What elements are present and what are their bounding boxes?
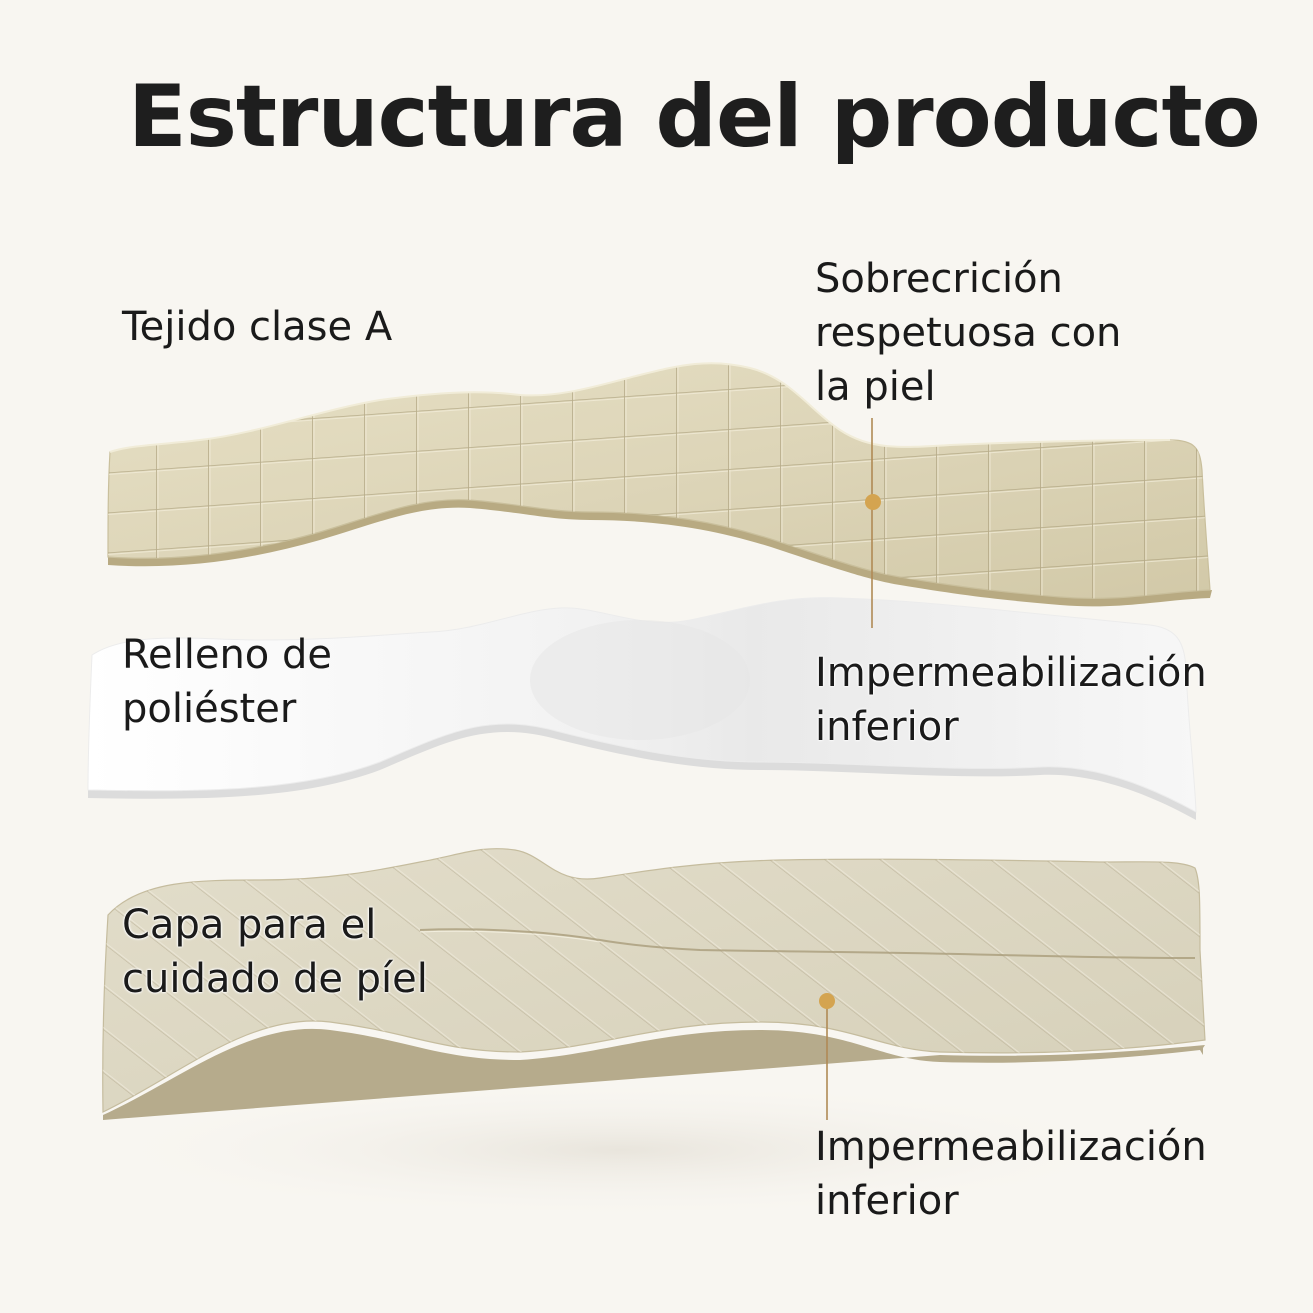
top-layer: [107, 362, 1212, 607]
label-line: inferior: [815, 704, 959, 750]
leader-bottom: [819, 993, 835, 1120]
label-line: inferior: [815, 1178, 959, 1224]
label-line: Tejido clase A: [122, 304, 393, 350]
label-line: la piel: [815, 364, 936, 410]
bottom-layer: [102, 848, 1206, 1120]
label-line: respetuosa con: [815, 310, 1122, 356]
label-sobrecricion: Sobrecrición respetuosa con la piel: [815, 252, 1121, 414]
label-line: Impermeabilización: [815, 650, 1207, 696]
label-relleno-poliester: Relleno de poliéster: [122, 628, 332, 736]
label-impermeabilizacion-middle: Impermeabilización inferior: [815, 646, 1207, 754]
label-capa-cuidado-piel: Capa para el cuidado de píel: [122, 898, 428, 1006]
middle-layer: [87, 597, 1197, 820]
page-title: Estructura del producto: [128, 67, 1261, 167]
label-line: Capa para el: [122, 902, 377, 948]
label-line: Relleno de: [122, 632, 332, 678]
label-line: Sobrecrición: [815, 256, 1063, 302]
dot-marker-icon: [865, 494, 881, 510]
label-line: Impermeabilización: [815, 1124, 1207, 1170]
label-tejido-clase-a: Tejido clase A: [122, 300, 392, 354]
label-line: poliéster: [122, 686, 297, 732]
label-line: cuidado de píel: [122, 956, 428, 1002]
label-impermeabilizacion-bottom: Impermeabilización inferior: [815, 1120, 1207, 1228]
dot-marker-icon: [819, 993, 835, 1009]
leader-top: [865, 418, 881, 628]
